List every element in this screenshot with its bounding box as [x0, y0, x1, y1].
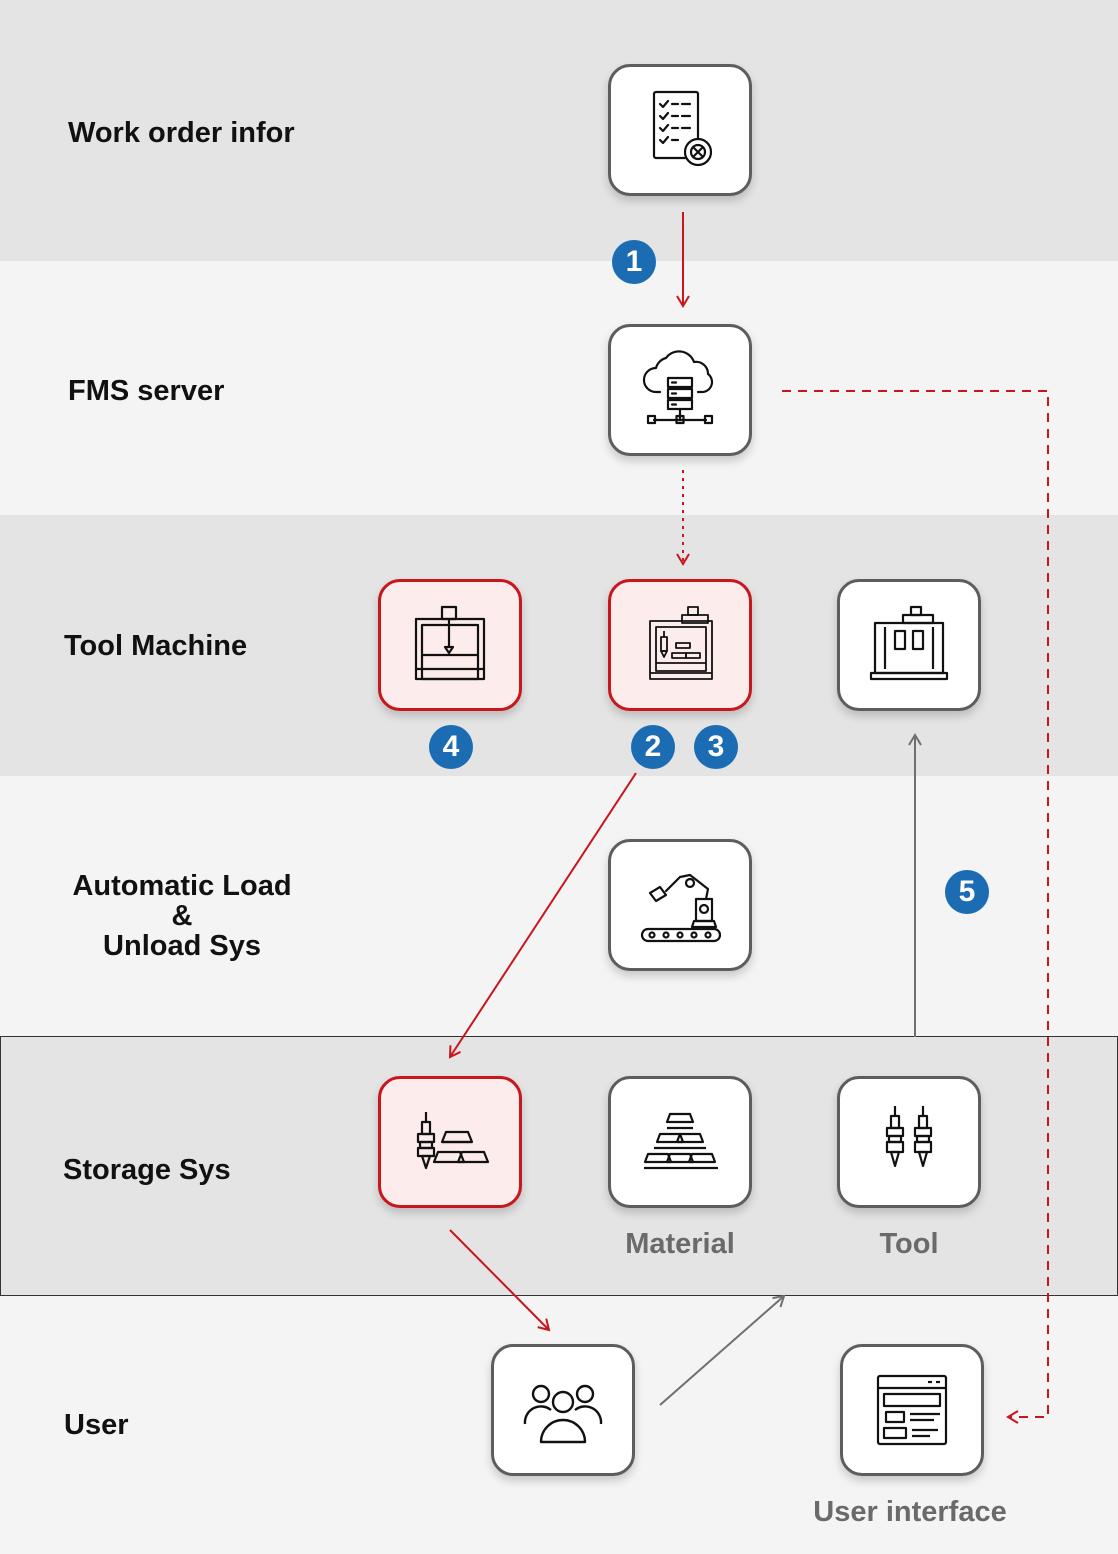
gold-bars-icon — [643, 1112, 718, 1170]
step-badge-5: 5 — [945, 870, 989, 914]
row-label-auto-load-line1: Automatic Load — [72, 870, 292, 902]
cloud-server-icon — [642, 350, 714, 425]
caption-user-interface: User interface — [813, 1496, 1007, 1528]
step-badge-3: 3 — [694, 725, 738, 769]
caption-material: Material — [625, 1228, 735, 1260]
row-label-work-order: Work order infor — [68, 117, 295, 149]
band-auto-load — [0, 776, 1118, 1036]
cnc-machine-icon — [649, 606, 713, 680]
band-fms-server — [0, 261, 1118, 515]
step-badge-4: 4 — [429, 725, 473, 769]
arrow-user-to-storage — [659, 1294, 786, 1406]
tool-holders-icon — [885, 1106, 933, 1168]
user-node[interactable] — [491, 1344, 635, 1476]
robot-arm-conveyor-icon — [640, 873, 722, 943]
fms-server-node[interactable] — [608, 324, 752, 456]
step-badge-2: 2 — [631, 725, 675, 769]
row-label-auto-load-line2: & — [171, 900, 193, 932]
caption-tool: Tool — [879, 1228, 939, 1260]
row-label-auto-load-line3: Unload Sys — [103, 930, 261, 962]
row-label-fms-server: FMS server — [68, 375, 225, 407]
auto-load-node[interactable] — [608, 839, 752, 971]
user-group-icon — [523, 1384, 603, 1444]
row-label-auto-load: Automatic Load & Unload Sys — [62, 871, 302, 961]
browser-window-icon — [876, 1374, 948, 1446]
row-label-user: User — [64, 1409, 129, 1441]
work-order-node[interactable] — [608, 64, 752, 196]
tool-and-material-icon — [416, 1112, 490, 1170]
arrow-server-to-user-interface — [782, 390, 1049, 1424]
row-label-storage: Storage Sys — [63, 1154, 231, 1186]
tool-node[interactable] — [837, 1076, 981, 1208]
machine-b-node[interactable] — [608, 579, 752, 711]
storage-combined-node[interactable] — [378, 1076, 522, 1208]
machine-a-node[interactable] — [378, 579, 522, 711]
machining-center-icon — [869, 605, 949, 681]
checklist-document-icon — [652, 90, 713, 167]
material-node[interactable] — [608, 1076, 752, 1208]
arrow-machine-to-storage — [448, 772, 637, 1059]
user-interface-node[interactable] — [840, 1344, 984, 1476]
machine-c-node[interactable] — [837, 579, 981, 711]
band-work-order — [0, 0, 1118, 261]
arrow-storage-to-user — [449, 1229, 551, 1332]
row-label-tool-machine: Tool Machine — [64, 630, 248, 662]
gantry-mill-icon — [414, 605, 486, 681]
step-badge-1: 1 — [612, 240, 656, 284]
